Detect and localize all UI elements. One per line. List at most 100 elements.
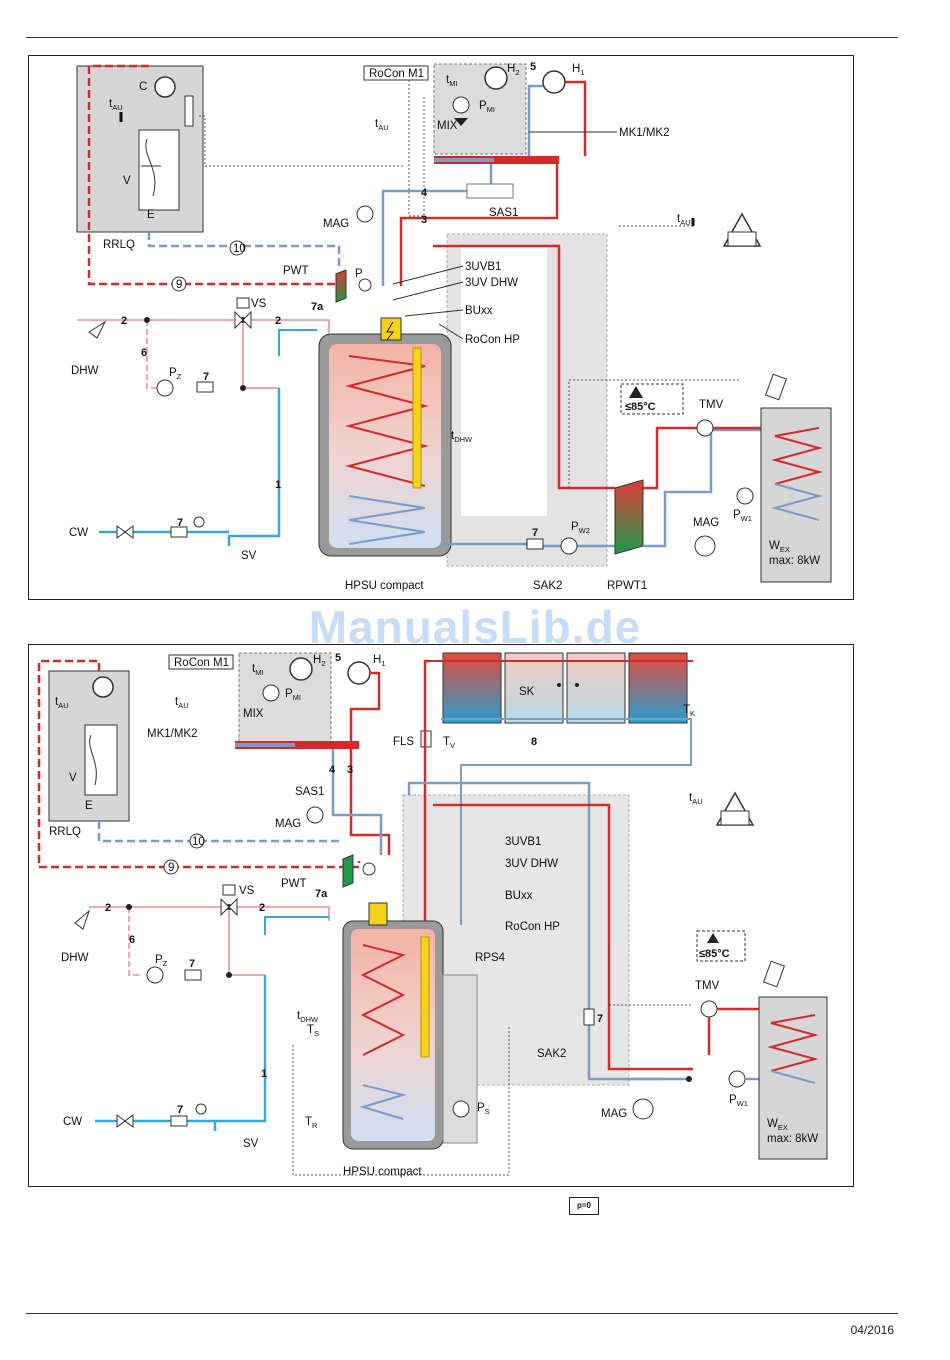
pressure-indicator: p=0 (569, 1197, 599, 1215)
external-heater-max-bottom: max: 8kW (767, 1133, 818, 1145)
solar-group-label: SAK2 (533, 580, 562, 592)
collector-number: 8 (531, 736, 537, 748)
external-heater-label-bottom: WEX (767, 1118, 788, 1132)
label-dhw: DHW (71, 365, 99, 377)
label-pwt: PWT (283, 265, 309, 277)
line-number-4-bottom: 4 (329, 764, 336, 776)
label-pw2: PW2 (571, 521, 590, 535)
line-number-5: 5 (530, 61, 536, 73)
storage-tank-hpsu (318, 317, 452, 557)
label-tau-outdoor-bottom: tAU (689, 792, 703, 806)
line-number-2a: 2 (121, 315, 127, 327)
label-tr: TR (305, 1116, 318, 1130)
diagram-panel-bottom: V E tAU RRLQ 10 9 RoCon M1 tAU tMI PMI M… (28, 644, 854, 1187)
heat-exchanger-rpwt1 (614, 479, 644, 555)
label-cw-bottom: CW (63, 1116, 82, 1128)
external-heater-wex (760, 373, 832, 583)
line-number-2b-bottom: 2 (259, 902, 265, 914)
solar-group-label-bottom: SAK2 (537, 1048, 566, 1060)
label-ps: PS (477, 1102, 490, 1116)
rrlq-label: RRLQ (103, 239, 135, 251)
label-h2-bottom: H2 (313, 654, 325, 668)
label-v-bottom: V (69, 772, 77, 784)
label-tmv: TMV (699, 399, 724, 411)
label-mag: MAG (323, 218, 349, 230)
label-pwt-bottom: PWT (281, 878, 307, 890)
house-icon-bottom (715, 791, 755, 826)
label-v: V (123, 175, 131, 187)
label-pmi: PMI (479, 100, 495, 114)
house-icon (722, 212, 762, 247)
header-rule (26, 37, 898, 38)
line-number-3-bottom: 3 (347, 764, 353, 776)
label-tau-bottom: tAU (55, 696, 69, 710)
label-tv: TV (443, 736, 455, 750)
label-pz-bottom: PZ (155, 954, 168, 968)
line-number-9: 9 (176, 279, 182, 291)
label-ts: TS (307, 1024, 319, 1038)
line-number-3: 3 (421, 214, 427, 226)
plate-heat-exchanger-pwt (335, 269, 347, 303)
external-heater-label: WEX (769, 540, 790, 554)
label-3uv-dhw: 3UV DHW (465, 277, 518, 289)
line-number-2a-bottom: 2 (105, 902, 111, 914)
label-3uv-dhw-bottom: 3UV DHW (505, 858, 558, 870)
line-number-5-bottom: 5 (335, 652, 341, 664)
external-heater-wex-bottom (758, 960, 828, 1160)
label-mix-bottom: MIX (243, 708, 264, 720)
label-buxx: BUxx (465, 305, 493, 317)
label-3uvb1: 3UVB1 (465, 261, 501, 273)
label-tk: TK (683, 704, 695, 718)
heat-exchanger-label: RPWT1 (607, 580, 647, 592)
line-number-7a-valve-bottom: 7a (315, 888, 328, 900)
label-e-bottom: E (85, 800, 93, 812)
line-number-10: 10 (233, 243, 246, 255)
label-sv-bottom: SV (243, 1138, 259, 1150)
mixer-module-label: MK1/MK2 (619, 127, 670, 139)
label-tmi-bottom: tMI (252, 663, 264, 677)
line-number-7c: 7 (532, 527, 538, 539)
label-vs: VS (251, 298, 267, 310)
label-pz: PZ (169, 367, 182, 381)
line-number-7a-bottom: 7 (189, 958, 195, 970)
label-tmv-bottom: TMV (695, 980, 720, 992)
label-mag-right-bottom: MAG (601, 1108, 627, 1120)
solar-collectors (429, 652, 693, 724)
label-pw1-bottom: PW1 (729, 1094, 748, 1108)
label-tmi: tMI (446, 74, 458, 88)
line-number-7b-bottom: 7 (177, 1104, 183, 1116)
line-number-4: 4 (421, 187, 428, 199)
schematic-top: C V E tAU RRLQ 10 9 RoCon M1 tAU tMI PMI… (69, 61, 832, 592)
label-h1-bottom: H1 (373, 654, 385, 668)
external-heater-max: max: 8kW (769, 555, 820, 567)
label-fls: FLS (393, 736, 414, 748)
outdoor-unit-rrlq-bottom: V E tAU RRLQ (48, 670, 130, 838)
mixer-module-bottom: tMI PMI MIX H2 (235, 652, 359, 749)
label-tdhw: tDHW (451, 430, 473, 444)
limit-temp-label: ≤85°C (625, 401, 656, 413)
label-tau: tAU (109, 98, 123, 112)
line-number-7-solar: 7 (597, 1013, 603, 1025)
label-pw1: PW1 (733, 509, 752, 523)
label-cw: CW (69, 527, 88, 539)
storage-label: HPSU compact (345, 580, 424, 592)
line-number-6: 6 (141, 347, 147, 359)
line-number-6-bottom: 6 (129, 934, 135, 946)
label-h1: H1 (572, 63, 584, 77)
label-buxx-bottom: BUxx (505, 890, 533, 902)
line-number-9-bottom: 9 (168, 862, 174, 874)
line-number-7a: 7 (203, 371, 209, 383)
schematic-bottom: V E tAU RRLQ 10 9 RoCon M1 tAU tMI PMI M… (37, 652, 828, 1178)
label-c: C (139, 81, 147, 93)
mixer-module-label-bottom: MK1/MK2 (147, 728, 198, 740)
label-rocon-hp-bottom: RoCon HP (505, 921, 560, 933)
storage-label-bottom: HPSU compact (343, 1166, 422, 1178)
footer-rule (26, 1313, 898, 1314)
label-dhw-bottom: DHW (61, 952, 89, 964)
label-tau-indoor: tAU (375, 118, 389, 132)
label-mag-right: MAG (693, 517, 719, 529)
rrlq-label-bottom: RRLQ (49, 826, 81, 838)
line-number-2b: 2 (275, 315, 281, 327)
label-3uvb1-bottom: 3UVB1 (505, 836, 541, 848)
label-rocon-hp: RoCon HP (465, 334, 520, 346)
